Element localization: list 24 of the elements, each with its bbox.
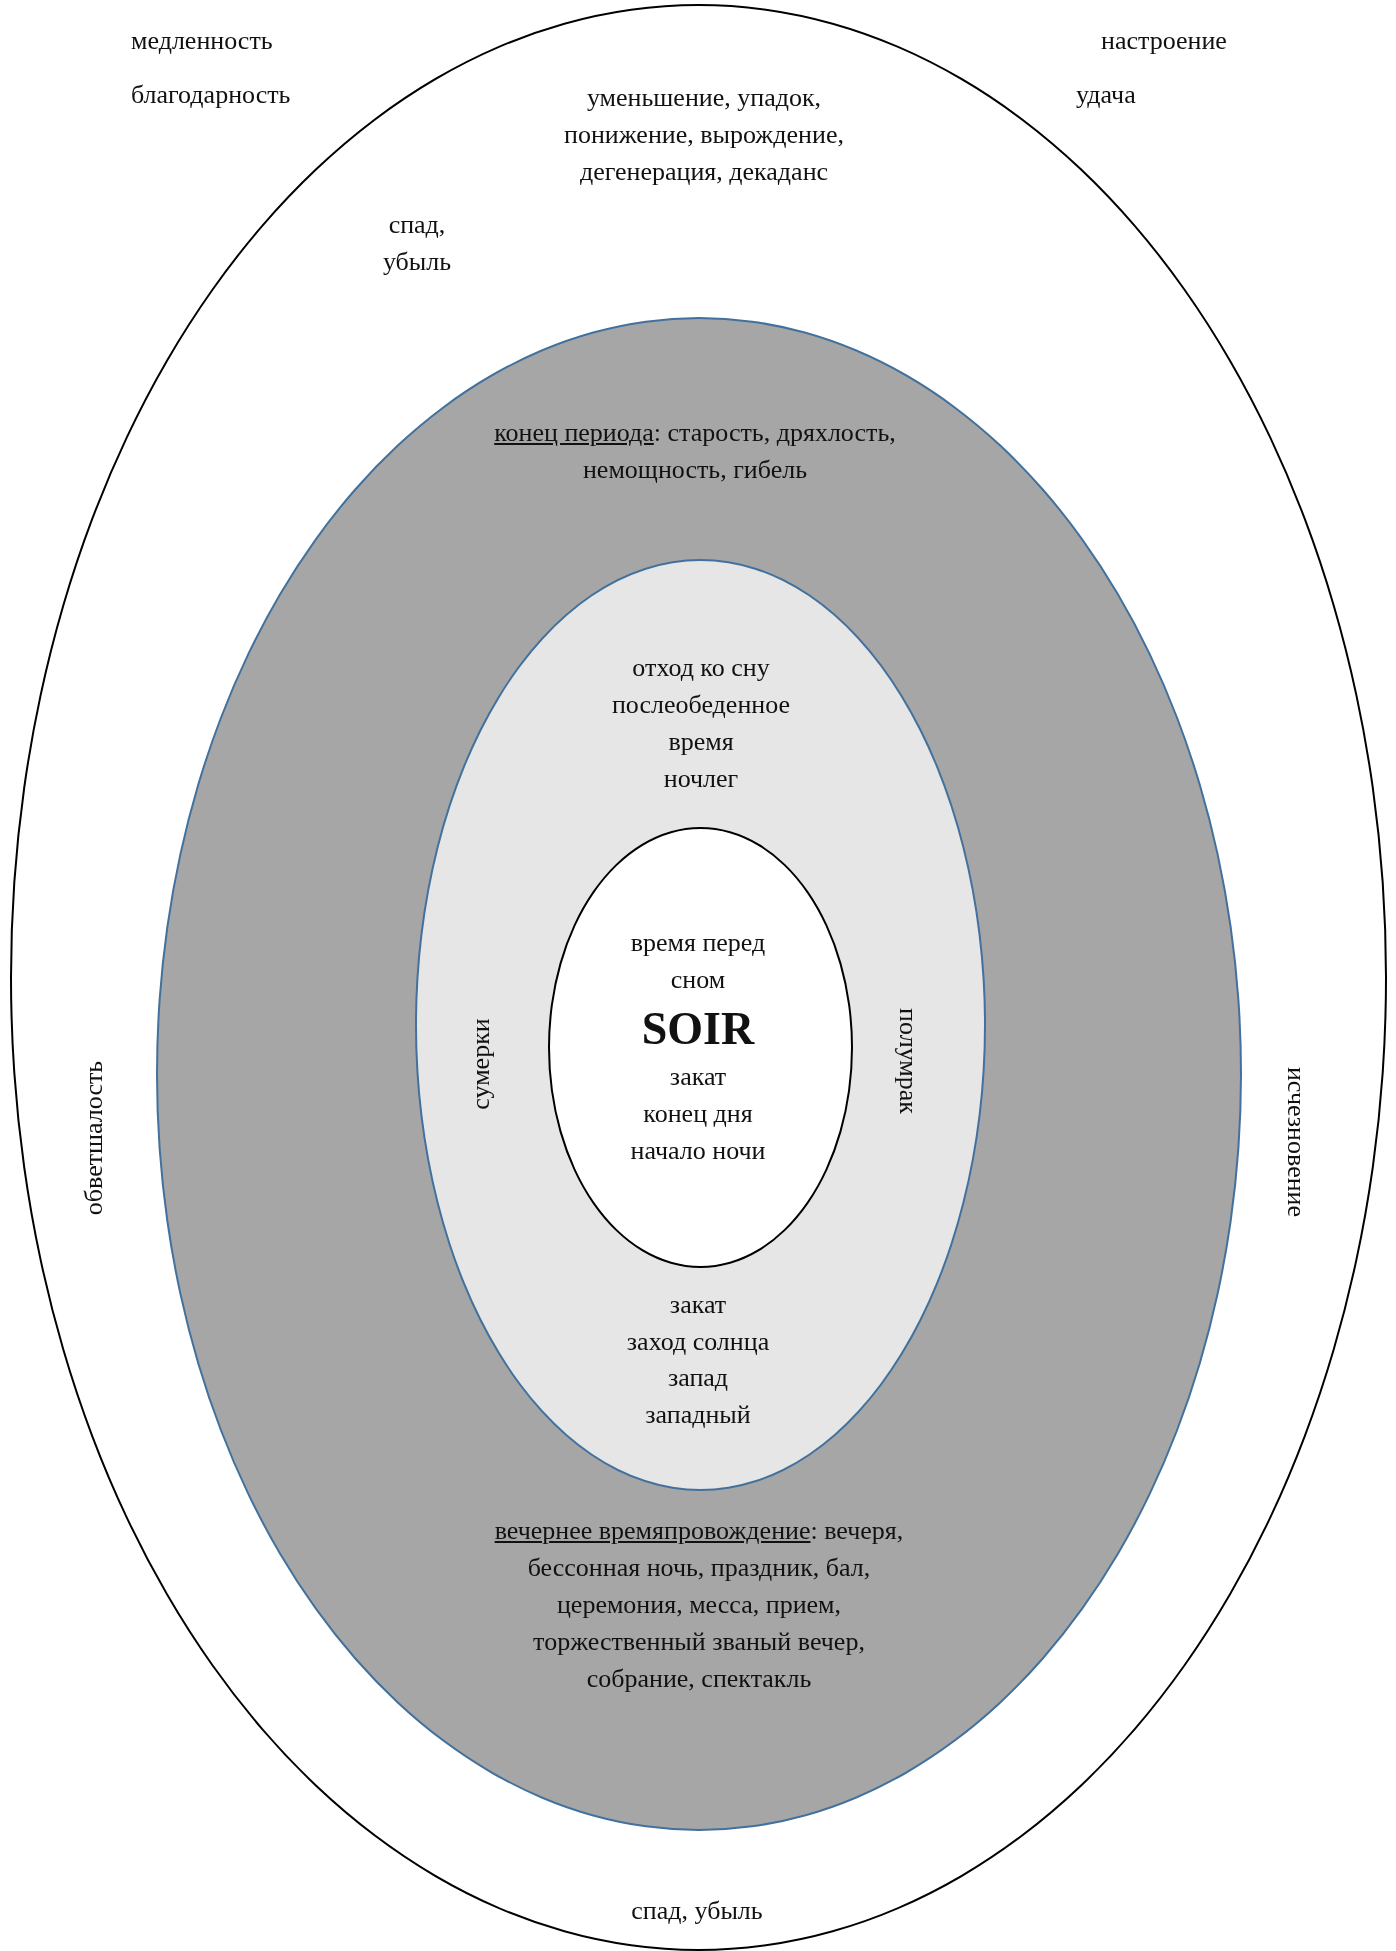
term-text: благодарность bbox=[131, 79, 291, 111]
term-text: ночлег bbox=[662, 763, 740, 795]
term-text: вечернее времяпровождение: вечеря, бессонная ночь, праздник, бал, церемония, месса, прием, торжественный званый вечер, собрание, спектакль bbox=[493, 1515, 905, 1695]
term-text: сумерки bbox=[464, 1018, 496, 1110]
term-text: закат bbox=[668, 1061, 728, 1093]
term-text: конец дня bbox=[642, 1098, 754, 1130]
term-text: начало ночи bbox=[629, 1135, 767, 1167]
term-text: исчезновение bbox=[1280, 1066, 1312, 1218]
term-text: отход ко сну bbox=[631, 652, 771, 684]
term-text: западный bbox=[644, 1399, 752, 1431]
title-text: SOIR bbox=[640, 1003, 756, 1055]
term-text: время перед сном bbox=[629, 927, 767, 996]
term-text: запад bbox=[666, 1362, 730, 1394]
term-text: закат bbox=[668, 1289, 728, 1321]
term-text: уменьшение, упадок, понижение, вырождение, дегенерация, декаданс bbox=[563, 82, 845, 188]
term-text: удача bbox=[1076, 79, 1136, 111]
term-text: настроение bbox=[1101, 25, 1227, 57]
term-text: спад, убыль bbox=[381, 209, 453, 278]
term-text: полумрак bbox=[892, 1008, 924, 1114]
term-text: спад, убыль bbox=[630, 1895, 764, 1927]
term-text: заход солнца bbox=[625, 1326, 771, 1358]
term-text: медленность bbox=[131, 25, 273, 57]
term-text: конец периода: старость, дряхлость, немощность, гибель bbox=[493, 417, 897, 486]
term-text: обветшалость bbox=[77, 1060, 109, 1216]
